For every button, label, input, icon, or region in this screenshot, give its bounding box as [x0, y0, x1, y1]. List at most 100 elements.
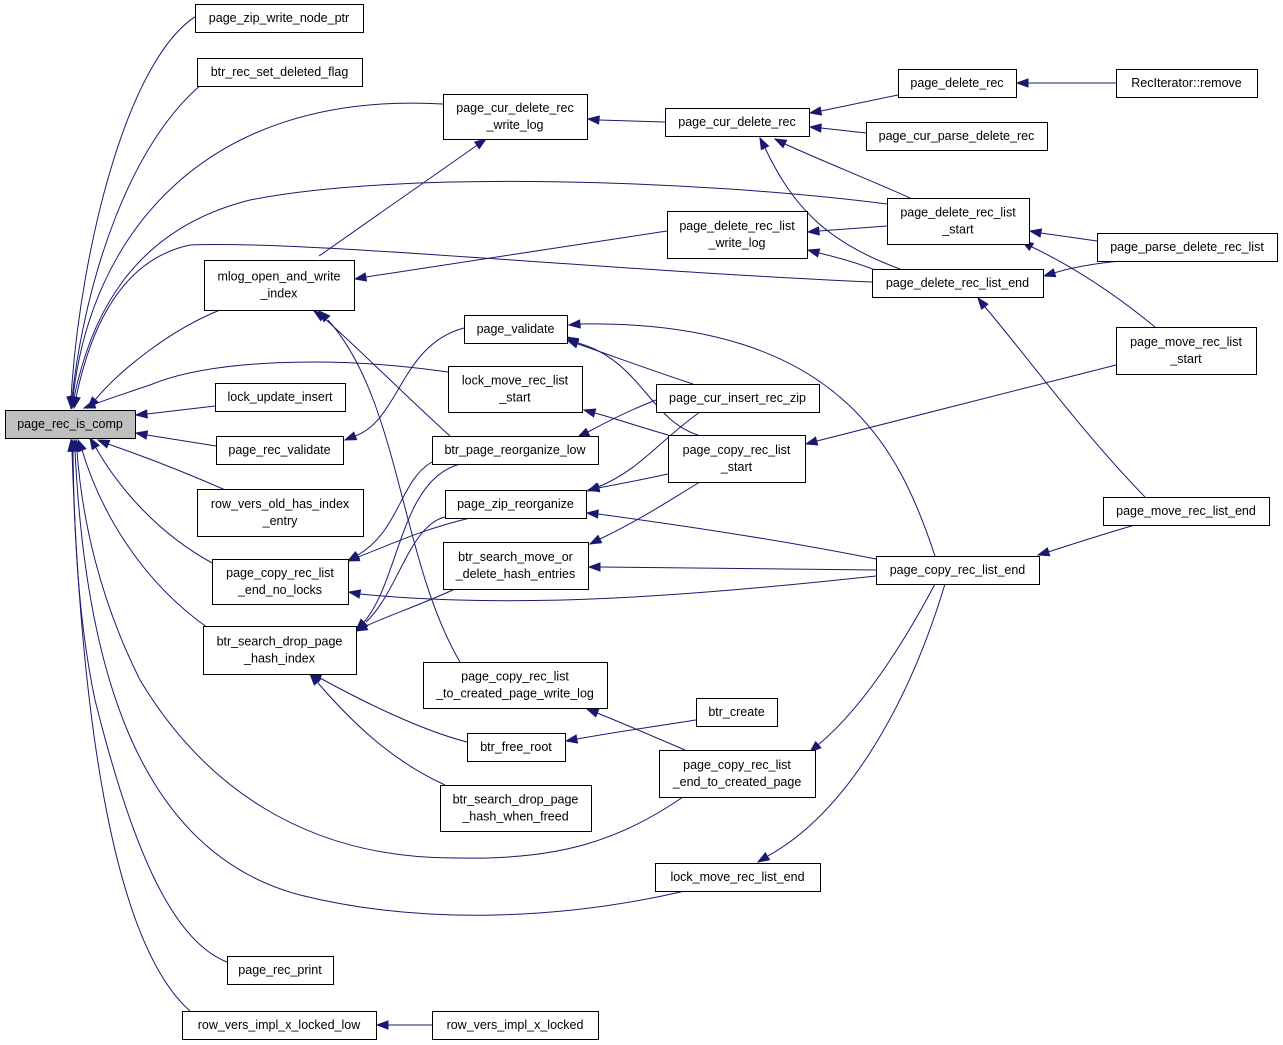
node-box[interactable] — [423, 662, 608, 709]
node-row_vers_impl_x_locked[interactable]: row_vers_impl_x_locked — [432, 1011, 599, 1040]
node-btr_page_reorganize_low[interactable]: btr_page_reorganize_low — [432, 436, 599, 465]
node-box[interactable] — [216, 436, 344, 465]
node-page_copy_rec_list_to_created_page_write_log[interactable]: page_copy_rec_list_to_created_page_write… — [423, 662, 608, 709]
node-page_cur_delete_rec[interactable]: page_cur_delete_rec — [665, 108, 810, 137]
node-page_copy_rec_list_end_to_created_page[interactable]: page_copy_rec_list_end_to_created_page — [659, 750, 816, 798]
node-page_cur_insert_rec_zip[interactable]: page_cur_insert_rec_zip — [656, 384, 820, 413]
node-page_delete_rec_list_write_log[interactable]: page_delete_rec_list_write_log — [667, 211, 808, 259]
edge-arrowhead — [67, 438, 77, 452]
node-RecIterator_remove[interactable]: RecIterator::remove — [1116, 69, 1258, 98]
node-box[interactable] — [432, 1011, 599, 1040]
node-box[interactable] — [898, 69, 1017, 98]
node-box[interactable] — [667, 211, 808, 259]
edge-page_copy_rec_list_start-to-btr_search_move_or_delete_hash_entries — [588, 481, 701, 545]
node-box[interactable] — [659, 750, 816, 798]
node-page_delete_rec[interactable]: page_delete_rec — [898, 69, 1017, 98]
node-box[interactable] — [5, 410, 136, 439]
node-btr_rec_set_deleted_flag[interactable]: btr_rec_set_deleted_flag — [197, 58, 363, 87]
node-page_cur_parse_delete_rec[interactable]: page_cur_parse_delete_rec — [866, 122, 1048, 151]
node-lock_move_rec_list_end[interactable]: lock_move_rec_list_end — [655, 863, 821, 892]
node-btr_search_drop_page_hash_when_freed[interactable]: btr_search_drop_page_hash_when_freed — [440, 785, 592, 832]
node-page_zip_reorganize[interactable]: page_zip_reorganize — [445, 490, 587, 519]
node-page_delete_rec_list_start[interactable]: page_delete_rec_list_start — [887, 198, 1030, 245]
edge-page_copy_rec_list_start-to-page_zip_reorganize — [586, 473, 669, 493]
node-label: _hash_index — [243, 652, 316, 666]
node-box[interactable] — [887, 198, 1030, 245]
node-lock_update_insert[interactable]: lock_update_insert — [215, 383, 346, 412]
node-box[interactable] — [866, 122, 1048, 151]
node-box[interactable] — [440, 785, 592, 832]
node-page_copy_rec_list_end_no_locks[interactable]: page_copy_rec_list_end_no_locks — [212, 559, 349, 605]
edge-line — [599, 566, 877, 571]
node-page_validate[interactable]: page_validate — [464, 315, 568, 344]
node-box[interactable] — [1097, 233, 1278, 262]
edge-line — [784, 143, 911, 199]
node-box[interactable] — [467, 733, 566, 762]
edge-arrowhead — [759, 136, 770, 151]
node-box[interactable] — [876, 556, 1040, 585]
node-box[interactable] — [212, 559, 349, 605]
node-lock_move_rec_list_start[interactable]: lock_move_rec_list_start — [448, 366, 583, 413]
node-page_move_rec_list_start[interactable]: page_move_rec_list_start — [1116, 327, 1257, 375]
node-box[interactable] — [195, 4, 364, 33]
node-mlog_open_and_write_index[interactable]: mlog_open_and_write_index — [204, 260, 355, 311]
node-box[interactable] — [1116, 69, 1258, 98]
node-box[interactable] — [668, 435, 806, 483]
node-label: page_copy_rec_list_end — [890, 563, 1026, 577]
node-box[interactable] — [448, 366, 583, 413]
node-box[interactable] — [197, 489, 364, 537]
edge-line — [74, 450, 686, 916]
node-row_vers_old_has_index_entry[interactable]: row_vers_old_has_index_entry — [197, 489, 364, 537]
node-page_rec_validate[interactable]: page_rec_validate — [216, 436, 344, 465]
node-box[interactable] — [197, 58, 363, 87]
node-box[interactable] — [656, 384, 820, 413]
node-page_delete_rec_list_end[interactable]: page_delete_rec_list_end — [872, 269, 1044, 298]
edge-line — [363, 463, 461, 623]
node-btr_create[interactable]: btr_create — [696, 698, 778, 727]
node-box[interactable] — [443, 542, 589, 590]
edge-btr_search_move_or_delete_hash_entries-to-btr_search_drop_page_hash_index — [354, 588, 456, 632]
node-box[interactable] — [215, 383, 346, 412]
node-box[interactable] — [655, 863, 821, 892]
node-label: lock_move_rec_list_end — [670, 870, 804, 884]
edge-arrowhead — [1036, 547, 1051, 557]
edge-line — [94, 361, 449, 405]
node-box[interactable] — [445, 490, 587, 519]
node-page_cur_delete_rec_write_log[interactable]: page_cur_delete_rec_write_log — [443, 94, 588, 140]
node-box[interactable] — [696, 698, 778, 727]
node-box[interactable] — [1116, 327, 1257, 375]
node-page_copy_rec_list_start[interactable]: page_copy_rec_list_start — [668, 435, 806, 483]
node-label: _delete_hash_entries — [455, 567, 576, 581]
node-label: page_delete_rec — [910, 76, 1003, 90]
node-box[interactable] — [204, 260, 355, 311]
edge-page_copy_rec_list_to_created_page_write_log-to-mlog_open_and_write_index — [317, 309, 461, 663]
edge-line — [1047, 524, 1136, 553]
node-box[interactable] — [203, 626, 357, 675]
node-box[interactable] — [182, 1011, 377, 1040]
node-btr_search_drop_page_hash_index[interactable]: btr_search_drop_page_hash_index — [203, 626, 357, 675]
node-box[interactable] — [443, 94, 588, 140]
node-label: btr_page_reorganize_low — [444, 443, 586, 457]
node-box[interactable] — [227, 956, 334, 985]
node-box[interactable] — [432, 436, 599, 465]
node-box[interactable] — [665, 108, 810, 137]
edge-arrowhead — [343, 431, 358, 441]
node-btr_search_move_or_delete_hash_entries[interactable]: btr_search_move_or_delete_hash_entries — [443, 542, 589, 590]
node-page_zip_write_node_ptr[interactable]: page_zip_write_node_ptr — [195, 4, 364, 33]
node-btr_free_root[interactable]: btr_free_root — [467, 733, 566, 762]
node-page_rec_print[interactable]: page_rec_print — [227, 956, 334, 985]
node-page_move_rec_list_end[interactable]: page_move_rec_list_end — [1103, 497, 1270, 526]
node-row_vers_impl_x_locked_low[interactable]: row_vers_impl_x_locked_low — [182, 1011, 377, 1040]
node-page_copy_rec_list_end[interactable]: page_copy_rec_list_end — [876, 556, 1040, 585]
node-page_rec_is_comp[interactable]: page_rec_is_comp — [5, 410, 136, 439]
node-box[interactable] — [1103, 497, 1270, 526]
edge-line — [577, 342, 699, 436]
edge-line — [818, 225, 888, 232]
node-box[interactable] — [872, 269, 1044, 298]
node-label: _start — [498, 391, 531, 405]
node-label: page_zip_reorganize — [457, 497, 574, 511]
edge-arrowhead — [582, 408, 597, 418]
edge-page_delete_rec_list_end-to-page_delete_rec_list_write_log — [806, 248, 876, 271]
node-box[interactable] — [464, 315, 568, 344]
node-page_parse_delete_rec_list[interactable]: page_parse_delete_rec_list — [1097, 233, 1278, 262]
